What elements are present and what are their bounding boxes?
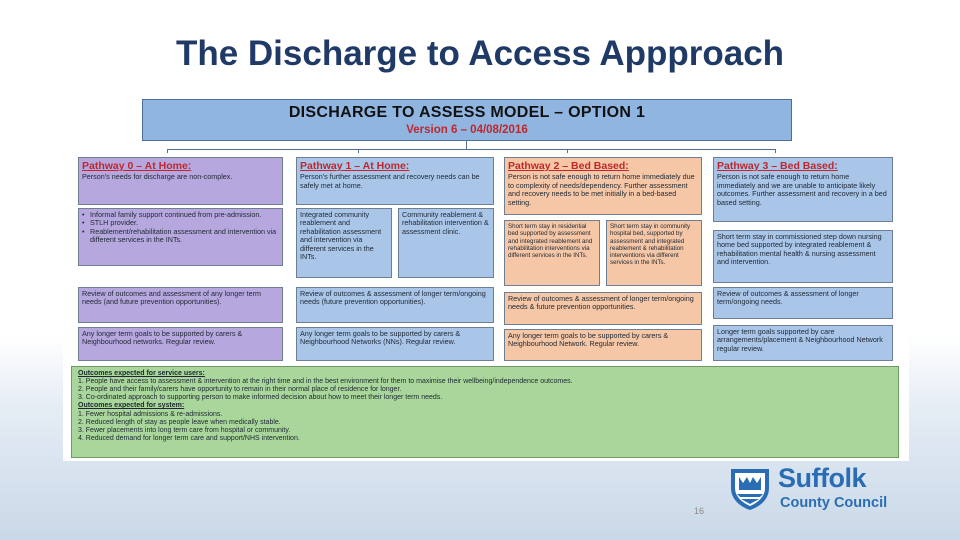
pathway-3-goals-box: Longer term goals supported by care arra…	[713, 325, 893, 361]
list-item: Informal family support continued from p…	[82, 210, 279, 220]
pathway-0-goals-box: Any longer term goals to be supported by…	[78, 327, 283, 361]
pathway-1-box: Pathway 1 – At Home: Person's further as…	[296, 157, 494, 205]
connector	[775, 149, 776, 153]
pathway-1-option-b: Community reablement & rehabilitation in…	[402, 210, 489, 236]
pathway-2-review: Review of outcomes & assessment of longe…	[508, 294, 694, 312]
pathway-3-box: Pathway 3 – Bed Based: Person is not saf…	[713, 157, 893, 222]
service-user-outcome: 2. People and their family/carers have o…	[78, 386, 402, 394]
outcomes-box: Outcomes expected for service users: 1. …	[71, 366, 899, 458]
list-item: STLH provider.	[82, 218, 279, 228]
suffolk-county-council-logo: Suffolk County Council	[725, 463, 920, 515]
pathway-1-goals-box: Any longer term goals to be supported by…	[296, 327, 494, 361]
pathway-2-option-a-box: Short term stay in residential bed suppo…	[504, 220, 600, 286]
pathway-1-desc: Person's further assessment and recovery…	[300, 172, 480, 190]
logo-name: Suffolk	[778, 463, 867, 493]
service-users-heading: Outcomes expected for service users:	[78, 370, 205, 377]
system-outcome: 2. Reduced length of stay as people leav…	[78, 418, 281, 426]
connector	[466, 141, 467, 149]
model-header: DISCHARGE TO ASSESS MODEL – OPTION 1 Ver…	[142, 99, 792, 141]
pathway-0-services-box: Informal family support continued from p…	[78, 208, 283, 266]
pathway-1-option-a: Integrated community reablement and reha…	[300, 210, 382, 262]
system-outcome: 1. Fewer hospital admissions & re-admiss…	[78, 410, 223, 418]
pathway-3-review-box: Review of outcomes & assessment of longe…	[713, 287, 893, 319]
pathway-0-desc: Person's needs for discharge are non-com…	[82, 172, 233, 182]
pathway-2-review-box: Review of outcomes & assessment of longe…	[504, 292, 702, 325]
pathway-1-option-b-box: Community reablement & rehabilitation in…	[398, 208, 494, 278]
pathway-2-title: Pathway 2 – Bed Based:	[508, 160, 629, 172]
pathway-2-goals: Any longer term goals to be supported by…	[508, 331, 669, 349]
connector	[167, 149, 775, 150]
pathway-0-box: Pathway 0 – At Home: Person's needs for …	[78, 157, 283, 205]
pathway-3-review: Review of outcomes & assessment of longe…	[717, 289, 859, 307]
connector	[167, 149, 168, 153]
pathway-2-option-a: Short term stay in residential bed suppo…	[508, 223, 593, 259]
model-version: Version 6 – 04/08/2016	[406, 123, 528, 136]
pathway-2-goals-box: Any longer term goals to be supported by…	[504, 329, 702, 361]
pathway-0-title: Pathway 0 – At Home:	[82, 160, 192, 172]
slide-title: The Discharge to Access Appproach	[175, 34, 785, 73]
model-title: DISCHARGE TO ASSESS MODEL – OPTION 1	[288, 104, 646, 121]
pathway-2-box: Pathway 2 – Bed Based: Person is not saf…	[504, 157, 702, 215]
logo-subtitle: County Council	[780, 495, 888, 511]
page-number: 16	[694, 506, 705, 516]
pathway-2-option-b-box: Short term stay in community hospital be…	[606, 220, 702, 286]
pathway-3-option-box: Short term stay in commissioned step dow…	[713, 230, 893, 283]
suffolk-crest-icon	[731, 469, 769, 510]
discharge-to-assess-diagram: DISCHARGE TO ASSESS MODEL – OPTION 1 Ver…	[63, 81, 909, 461]
pathway-0-review-box: Review of outcomes and assessment of any…	[78, 287, 283, 323]
system-heading: Outcomes expected for system:	[78, 402, 185, 410]
pathway-1-goals: Any longer term goals to be supported by…	[300, 329, 461, 347]
connector	[567, 149, 568, 153]
pathway-3-goals: Longer term goals supported by care arra…	[717, 327, 883, 353]
list-item: Reablement/rehabilitation assessment and…	[82, 227, 279, 245]
pathway-2-option-b: Short term stay in community hospital be…	[610, 223, 691, 267]
pathway-0-review: Review of outcomes and assessment of any…	[82, 289, 261, 307]
pathway-2-desc: Person is not safe enough to return home…	[508, 172, 695, 207]
pathway-0-bullets: Informal family support continued from p…	[82, 210, 279, 245]
pathway-1-option-a-box: Integrated community reablement and reha…	[296, 208, 392, 278]
system-outcome: 4. Reduced demand for longer term care a…	[78, 434, 300, 442]
pathway-3-title: Pathway 3 – Bed Based:	[717, 160, 838, 172]
pathway-1-review: Review of outcomes & assessment of longe…	[300, 289, 486, 307]
pathway-0-goals: Any longer term goals to be supported by…	[82, 329, 243, 347]
pathway-3-option: Short term stay in commissioned step dow…	[717, 232, 882, 267]
pathway-1-review-box: Review of outcomes & assessment of longe…	[296, 287, 494, 323]
service-user-outcome: 3. Co-ordinated approach to supporting p…	[78, 394, 443, 402]
service-user-outcome: 1. People have access to assessment & in…	[78, 378, 573, 386]
connector	[358, 149, 359, 153]
pathway-1-title: Pathway 1 – At Home:	[300, 160, 410, 172]
pathway-3-desc: Person is not safe enough to return home…	[717, 172, 887, 207]
system-outcome: 3. Fewer placements into long term care …	[78, 426, 291, 434]
